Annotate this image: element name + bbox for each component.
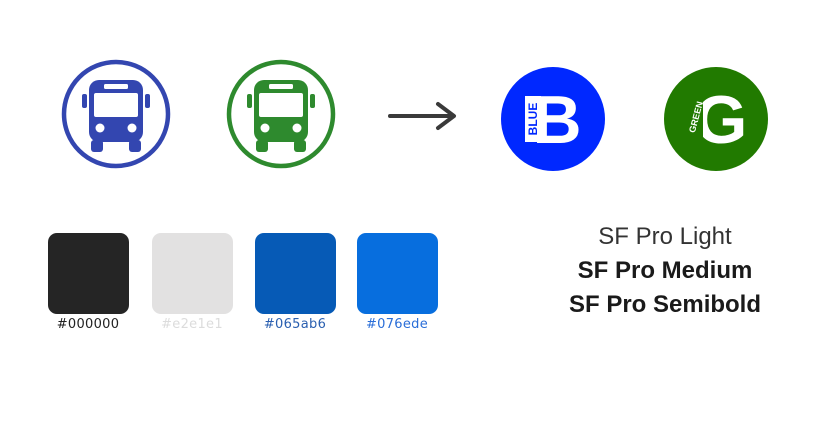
blue-line-badge: B BLUE: [501, 67, 605, 171]
font-sample-medium: SF Pro Medium: [577, 257, 753, 284]
swatch-hex-label: #e2e1e1: [161, 317, 223, 332]
color-swatch-065ab6: [255, 233, 336, 314]
green-line-badge: G GREEN: [664, 67, 768, 171]
swatch-hex-label: #000000: [56, 317, 120, 332]
badge-letter: G: [695, 82, 748, 158]
badge-tag: BLUE: [526, 103, 540, 136]
font-sample-light: SF Pro Light: [598, 223, 732, 250]
color-swatch-000000: [48, 233, 129, 314]
color-swatch-076ede: [357, 233, 438, 314]
font-sample-semibold: SF Pro Semibold: [568, 291, 762, 318]
swatch-hex-label: #076ede: [365, 317, 429, 332]
swatch-hex-label: #065ab6: [263, 317, 327, 332]
arrow-right-icon: [388, 102, 456, 130]
color-swatch-e2e1e1: [152, 233, 233, 314]
bus-icon: [61, 59, 171, 169]
bus-icon: [226, 59, 336, 169]
